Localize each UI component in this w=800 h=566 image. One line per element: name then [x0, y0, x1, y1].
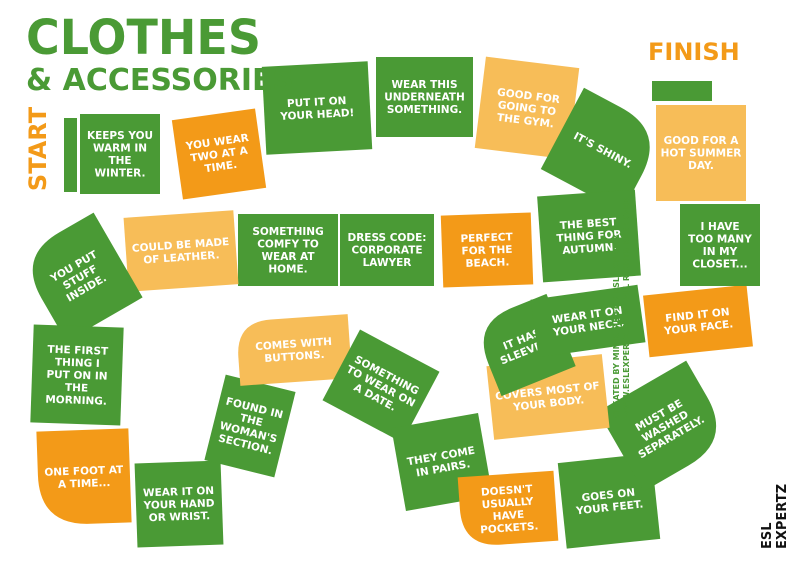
tile-text: PUT IT ONYOUR HEAD! — [278, 95, 354, 123]
tile-background — [597, 360, 717, 492]
board-tile-18: SOMETHINGTO WEAR ONA DATE. — [322, 329, 440, 443]
board-tile-16: FOUND INTHEWOMAN'SSECTION. — [204, 374, 296, 478]
tile-text: COMES WITHBUTTONS. — [255, 336, 333, 366]
tile-text: THE FIRSTTHING IPUT ON INTHEMORNING. — [45, 344, 109, 408]
tile-text: ONE FOOT ATA TIME... — [44, 464, 125, 491]
start-label: START — [24, 106, 53, 192]
tile-background — [204, 374, 296, 478]
start-bar — [64, 118, 77, 192]
finish-bar — [652, 81, 712, 101]
tile-text: COULD BE MADEOF LEATHER. — [132, 236, 231, 267]
tile-text: GOOD FORGOING TOTHE GYM. — [493, 86, 560, 130]
board-tile-25: WEAR IT ONYOUR NECK. — [530, 284, 646, 358]
tile-background — [32, 212, 143, 342]
page-title: CLOTHES — [26, 8, 261, 66]
tile-background — [171, 108, 267, 200]
tile-background — [557, 453, 661, 549]
tile-text: PERFECTFOR THEBEACH. — [460, 231, 514, 270]
tile-background — [123, 210, 239, 292]
board-tile-7: THE BESTTHING FORAUTUMN. — [537, 189, 641, 283]
tile-background — [537, 189, 641, 283]
tile-background — [238, 214, 338, 286]
tile-background — [340, 214, 434, 286]
finish-label: FINISH — [648, 38, 740, 66]
tile-background — [322, 329, 440, 443]
board-tile-12: YOU PUTSTUFFINSIDE. — [32, 212, 143, 342]
credit-line-1: CREATED BY MIN KIME FOR ESL EXPERTZ — [612, 234, 621, 418]
credits: CREATED BY MIN KIME FOR ESL EXPERTZ WWW.… — [612, 118, 633, 418]
board-tile-17: COMES WITHBUTTONS. — [238, 314, 353, 386]
board-tile-6: IT'S SHINY. — [540, 87, 650, 213]
board-tile-14: ONE FOOT ATA TIME... — [36, 428, 132, 524]
board-tile-2: YOU WEARTWO AT ATIME. — [171, 108, 267, 200]
board-tile-11: COULD BE MADEOF LEATHER. — [123, 210, 239, 292]
tile-background — [80, 114, 160, 194]
tile-background — [376, 57, 473, 137]
board-tile-15: WEAR IT ONYOUR HANDOR WRIST. — [134, 460, 224, 548]
board-tile-20: DOESN'TUSUALLYHAVEPOCKETS. — [457, 470, 559, 545]
tile-background — [238, 314, 353, 386]
brand-logo-text: ESL EXPERTZ — [760, 483, 790, 549]
board-tile-8: PERFECTFOR THEBEACH. — [440, 212, 534, 288]
credit-line-2: WWW.ESLEXPERTZ.COM - ALL RIGHTS RESERVED — [622, 197, 632, 418]
tile-background — [36, 428, 132, 524]
board-tile-3: PUT IT ONYOUR HEAD! — [261, 61, 373, 155]
tile-text: THE BESTTHING FORAUTUMN. — [555, 216, 623, 257]
tile-background — [30, 324, 124, 426]
tile-background — [440, 212, 534, 288]
tile-background — [656, 105, 746, 201]
board-tile-5: GOOD FORGOING TOTHE GYM. — [474, 56, 580, 160]
board-tile-22: MUST BEWASHEDSEPARATELY. — [597, 360, 717, 492]
tile-background — [457, 470, 559, 545]
tile-background — [261, 61, 373, 155]
tile-background — [474, 56, 580, 160]
tile-background — [530, 284, 646, 358]
tile-background — [540, 87, 650, 213]
tile-background — [680, 204, 760, 286]
board-tile-21: GOES ONYOUR FEET. — [557, 453, 661, 549]
tile-text: DOESN'TUSUALLYHAVEPOCKETS. — [477, 483, 539, 536]
page-subtitle: & ACCESSORIES — [26, 63, 295, 98]
board-tile-13: THE FIRSTTHING IPUT ON INTHEMORNING. — [30, 324, 124, 426]
board-tile-26: FIND IT ONYOUR FACE. — [643, 284, 753, 358]
tile-background — [643, 284, 753, 358]
tile-background — [134, 460, 224, 548]
tile-text: WEAR IT ONYOUR HANDOR WRIST. — [142, 485, 215, 524]
